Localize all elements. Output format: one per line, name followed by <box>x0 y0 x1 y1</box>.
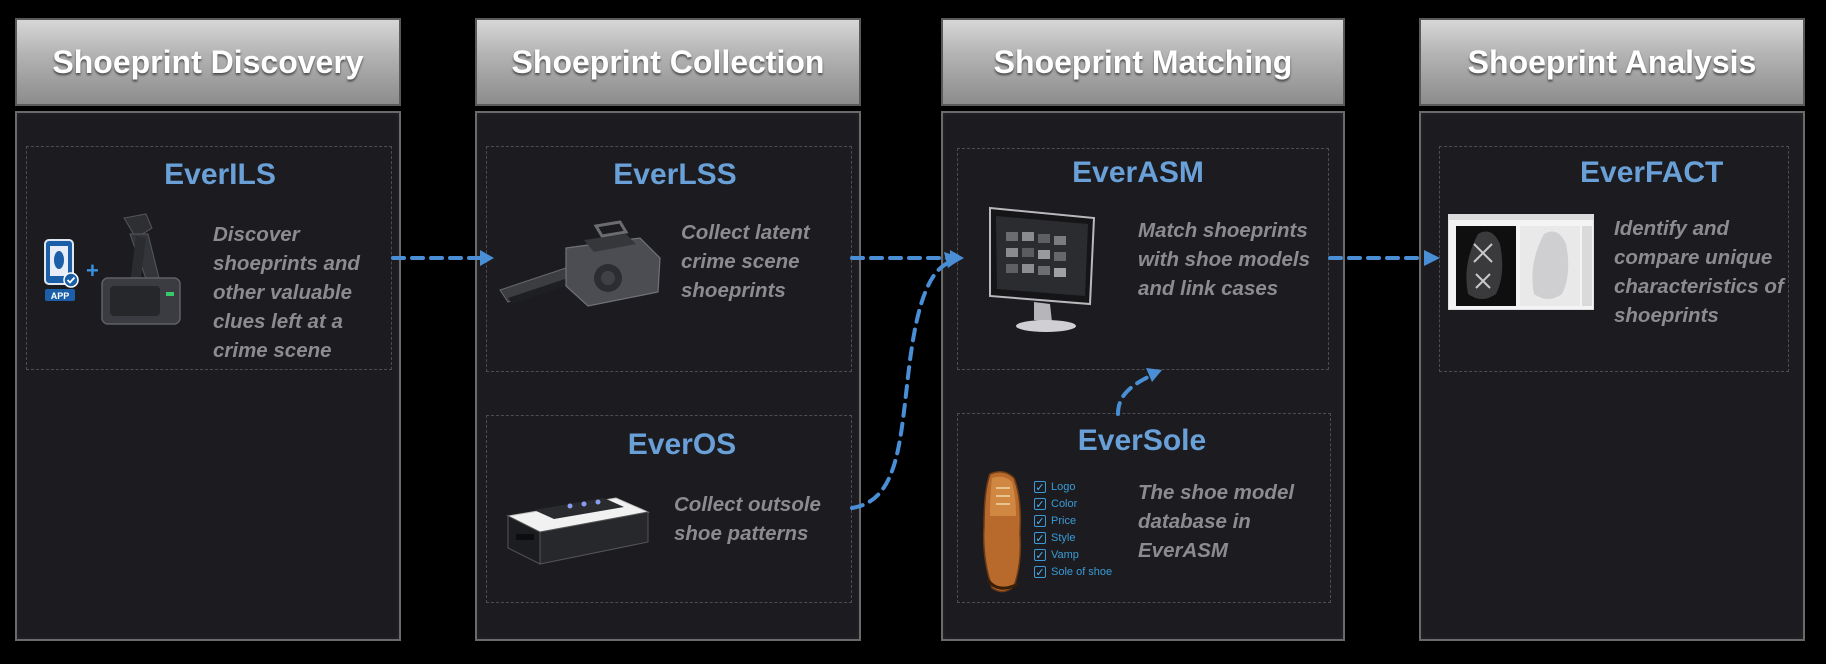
checklist-item: ✓Style <box>1034 531 1076 545</box>
plus-icon: + <box>86 258 99 283</box>
everfact-title: EverFACT <box>1580 156 1724 189</box>
checkbox-icon: ✓ <box>1034 497 1046 511</box>
checkbox-icon: ✓ <box>1034 531 1046 545</box>
eversole-checklist: ✓Logo ✓Color ✓Price ✓Style ✓Vamp ✓Sole o… <box>1034 478 1112 580</box>
everasm-title: EverASM <box>1072 156 1204 189</box>
checklist-item: ✓Sole of shoe <box>1034 565 1113 579</box>
column-body-analysis <box>1419 111 1805 641</box>
checkbox-icon: ✓ <box>1034 514 1046 528</box>
eversole-title: EverSole <box>1077 424 1207 457</box>
column-body-discovery <box>15 111 401 641</box>
everlss-description: Collect latent crime scene shoeprints <box>681 221 810 302</box>
everils-description: Discover shoeprints and other valuable c… <box>213 223 360 362</box>
everlss-device-illustration <box>496 218 664 330</box>
everos-device-illustration <box>504 482 652 566</box>
column-header-collection: Shoeprint Collection <box>475 18 861 106</box>
app-badge: APP <box>50 291 70 301</box>
arrowhead-icon <box>944 252 962 268</box>
everfact-description: Identify and compare unique characterist… <box>1614 217 1784 327</box>
arrowhead-icon <box>480 250 494 266</box>
checkbox-icon: ✓ <box>1034 480 1046 494</box>
arrow-everos-to-everasm <box>850 260 952 510</box>
everos-description: Collect outsole shoe patterns <box>674 493 821 545</box>
everfact-screenshot-illustration <box>1447 213 1595 311</box>
column-header-discovery: Shoeprint Discovery <box>15 18 401 106</box>
everasm-description: Match shoeprints with shoe models and li… <box>1138 219 1310 300</box>
arrowhead-icon <box>1424 250 1440 266</box>
everfact-box <box>1439 146 1789 372</box>
everlss-title: EverLSS <box>613 158 737 191</box>
checklist-item: ✓Price <box>1034 514 1077 528</box>
column-header-analysis: Shoeprint Analysis <box>1419 18 1805 106</box>
column-header-matching: Shoeprint Matching <box>941 18 1345 106</box>
arrowhead-icon <box>1146 368 1162 382</box>
everils-device-illustration <box>96 212 184 328</box>
checklist-item: ✓Vamp <box>1034 548 1079 562</box>
phone-app-icon <box>40 238 86 304</box>
everos-title: EverOS <box>627 428 737 461</box>
everils-title: EverILS <box>164 158 276 191</box>
eversole-box <box>957 413 1331 603</box>
shoe-illustration <box>976 468 1032 594</box>
eversole-description: The shoe model database in EverASM <box>1138 481 1295 562</box>
checkbox-icon: ✓ <box>1034 565 1046 579</box>
monitor-illustration <box>984 202 1100 336</box>
arrow-eversole-to-everasm <box>1116 374 1152 416</box>
checkbox-icon: ✓ <box>1034 548 1046 562</box>
checklist-item: ✓Color <box>1034 497 1078 511</box>
checklist-item: ✓Logo <box>1034 480 1076 494</box>
